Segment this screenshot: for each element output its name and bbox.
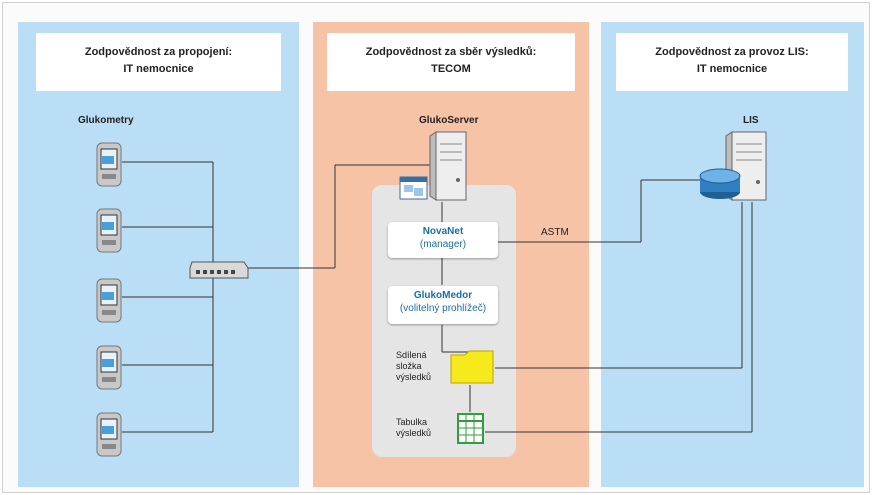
- results-table-line1: Tabulka: [396, 417, 428, 427]
- shared-folder-line3: výsledků: [396, 372, 432, 382]
- database-icon: [699, 168, 741, 199]
- shared-folder-icon: [450, 350, 494, 384]
- novanet-name: NovaNet: [422, 226, 464, 237]
- panel-hospital-it-connection: [18, 22, 299, 487]
- shared-folder-line2: složka: [396, 361, 422, 371]
- header-right-line1: Zodpovědnost za provoz LIS:: [655, 46, 809, 58]
- header-right-line2: IT nemocnice: [696, 63, 768, 75]
- header-left-line2: IT nemocnice: [123, 63, 194, 75]
- glukomedor-name: GlukoMedor: [413, 290, 473, 301]
- glucometer-5-icon: [96, 412, 122, 457]
- glucometers-label: Glukometry: [78, 115, 134, 126]
- glukomedor-box: GlukoMedor (volitelný prohlížeč): [388, 286, 498, 324]
- results-table-label: Tabulka výsledků: [396, 417, 431, 439]
- network-switch-icon: [189, 261, 249, 279]
- glukomedor-sub: (volitelný prohlížeč): [399, 303, 487, 314]
- novanet-sub: (manager): [419, 239, 467, 250]
- header-left-line1: Zodpovědnost za propojení:: [84, 46, 233, 58]
- lis-label: LIS: [743, 115, 759, 126]
- glukoserver-server-icon: [429, 131, 467, 201]
- header-middle: Zodpovědnost za sběr výsledků: TECOM: [327, 33, 575, 91]
- astm-label: ASTM: [541, 227, 569, 238]
- header-left: Zodpovědnost za propojení: IT nemocnice: [36, 33, 281, 91]
- header-middle-line1: Zodpovědnost za sběr výsledků:: [365, 46, 537, 58]
- shared-folder-label: Sdílená složka výsledků: [396, 350, 431, 383]
- glukoserver-label: GlukoServer: [419, 115, 479, 126]
- glucometer-1-icon: [96, 142, 122, 187]
- header-right: Zodpovědnost za provoz LIS: IT nemocnice: [616, 33, 848, 91]
- glucometer-4-icon: [96, 345, 122, 390]
- shared-folder-line1: Sdílená: [396, 350, 427, 360]
- results-table-line2: výsledků: [396, 428, 432, 438]
- header-middle-line2: TECOM: [431, 63, 471, 75]
- application-window-icon: [399, 176, 428, 200]
- panel-hospital-it-lis: [601, 22, 864, 487]
- glucometer-2-icon: [96, 208, 122, 253]
- results-table-icon: [457, 413, 484, 444]
- glucometer-3-icon: [96, 278, 122, 323]
- novanet-box: NovaNet (manager): [388, 222, 498, 258]
